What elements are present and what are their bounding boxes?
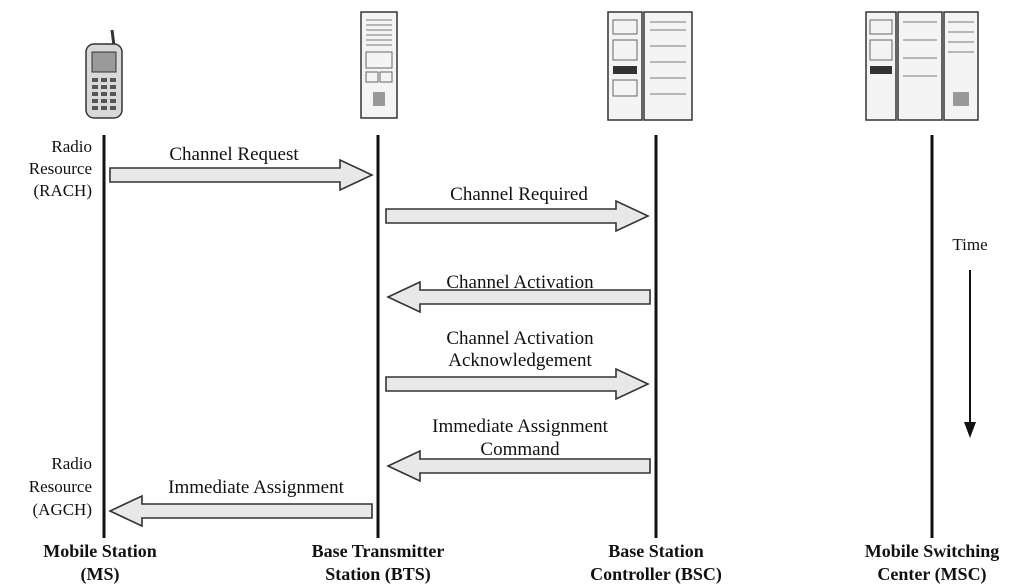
msg-channel-request: Channel Request [169,144,299,165]
bts-cabinet-icon [360,11,398,119]
arrow-immediate-assignment-command [386,449,651,483]
agch-label-line1: Radio [51,454,92,473]
msg-immediate-assignment-command-line2: Command [480,439,560,460]
node-ms-line1: Mobile Station [43,541,157,561]
arrow-immediate-assignment [108,494,373,528]
agch-label-line3: (AGCH) [33,500,93,519]
bsc-cabinet-icon [607,11,693,121]
mobile-phone-icon [85,29,123,119]
node-ms-line2: (MS) [81,564,120,585]
node-msc-line1: Mobile Switching [865,541,1000,561]
msg-immediate-assignment: Immediate Assignment [168,477,344,498]
msg-channel-activation-ack-line2: Acknowledgement [448,350,592,371]
msg-immediate-assignment-command-line1: Immediate Assignment [432,416,608,437]
node-bsc-line2: Controller (BSC) [590,564,722,585]
rach-label-line2: Resource [29,159,92,178]
arrow-channel-activation-ack [385,367,650,401]
node-bts-line1: Base Transmitter [312,541,445,561]
arrow-channel-required [385,199,650,233]
time-label: Time [952,235,987,254]
rach-label-line3: (RACH) [33,181,92,200]
rach-label-line1: Radio [51,137,92,156]
msg-channel-activation: Channel Activation [446,272,594,293]
node-bsc-line1: Base Station [608,541,704,561]
node-msc-line2: Center (MSC) [877,564,986,585]
msc-cabinet-icon [865,11,979,121]
time-arrowhead-icon [964,422,976,438]
node-bts-line2: Station (BTS) [325,564,431,585]
msg-channel-required: Channel Required [450,184,588,205]
arrow-channel-activation [386,280,651,314]
msg-channel-activation-ack-line1: Channel Activation [446,328,594,349]
agch-label-line2: Resource [29,477,92,496]
arrow-channel-request [109,158,374,192]
